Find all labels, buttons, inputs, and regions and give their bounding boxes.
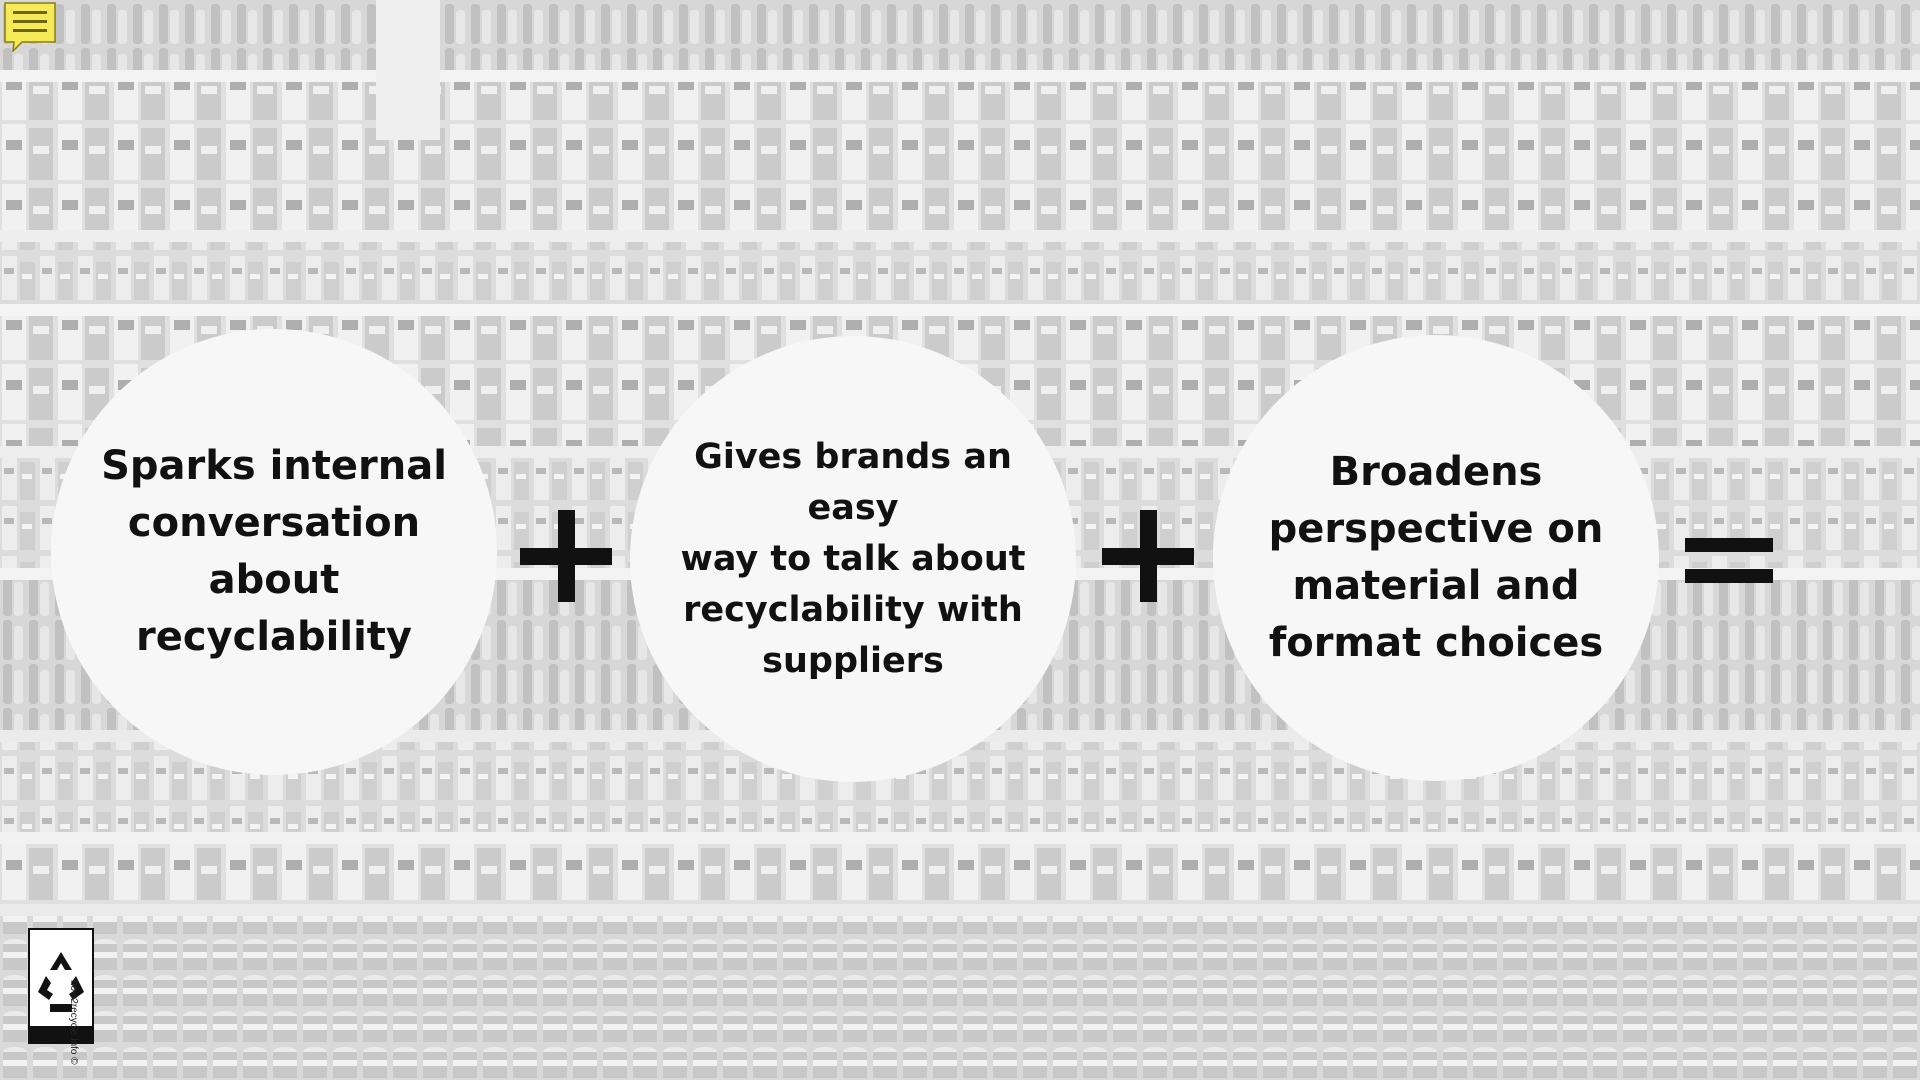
benefit-text-2: Gives brands an easy way to talk about r… — [670, 432, 1036, 687]
recycle-icon — [38, 952, 84, 1012]
benefit-circle-1: Sparks internal conversation about recyc… — [51, 329, 497, 775]
logo-url-text: how2recycle.info © — [68, 980, 79, 1065]
benefit-2-line: suppliers — [762, 640, 944, 681]
benefit-2-line: way to talk about — [680, 538, 1026, 579]
benefit-text-3: Broadens perspective on material and for… — [1269, 444, 1604, 672]
benefit-1-line: conversation — [127, 500, 421, 546]
benefit-1-line: recyclability — [135, 614, 412, 660]
benefit-3-line: material and — [1292, 563, 1580, 609]
benefit-1-line: Sparks internal — [101, 443, 447, 489]
how2recycle-logo — [28, 928, 94, 1044]
benefit-circle-3: Broadens perspective on material and for… — [1213, 335, 1659, 781]
benefit-text-1: Sparks internal conversation about recyc… — [101, 438, 447, 666]
benefit-3-line: Broadens — [1329, 449, 1543, 495]
benefit-2-line: Gives brands an easy — [694, 436, 1012, 528]
equals-bottom-bar — [1685, 569, 1773, 583]
benefit-3-line: format choices — [1268, 620, 1604, 666]
equals-top-bar — [1685, 538, 1773, 552]
benefit-circle-2: Gives brands an easy way to talk about r… — [630, 336, 1076, 782]
benefit-3-line: perspective on — [1268, 506, 1604, 552]
benefit-2-line: recyclability with — [683, 589, 1023, 630]
plus-2-vertical-bar — [1140, 510, 1157, 602]
plus-1-vertical-bar — [558, 510, 575, 602]
benefit-1-line: about — [208, 557, 340, 603]
note-comment-icon[interactable] — [4, 2, 58, 52]
